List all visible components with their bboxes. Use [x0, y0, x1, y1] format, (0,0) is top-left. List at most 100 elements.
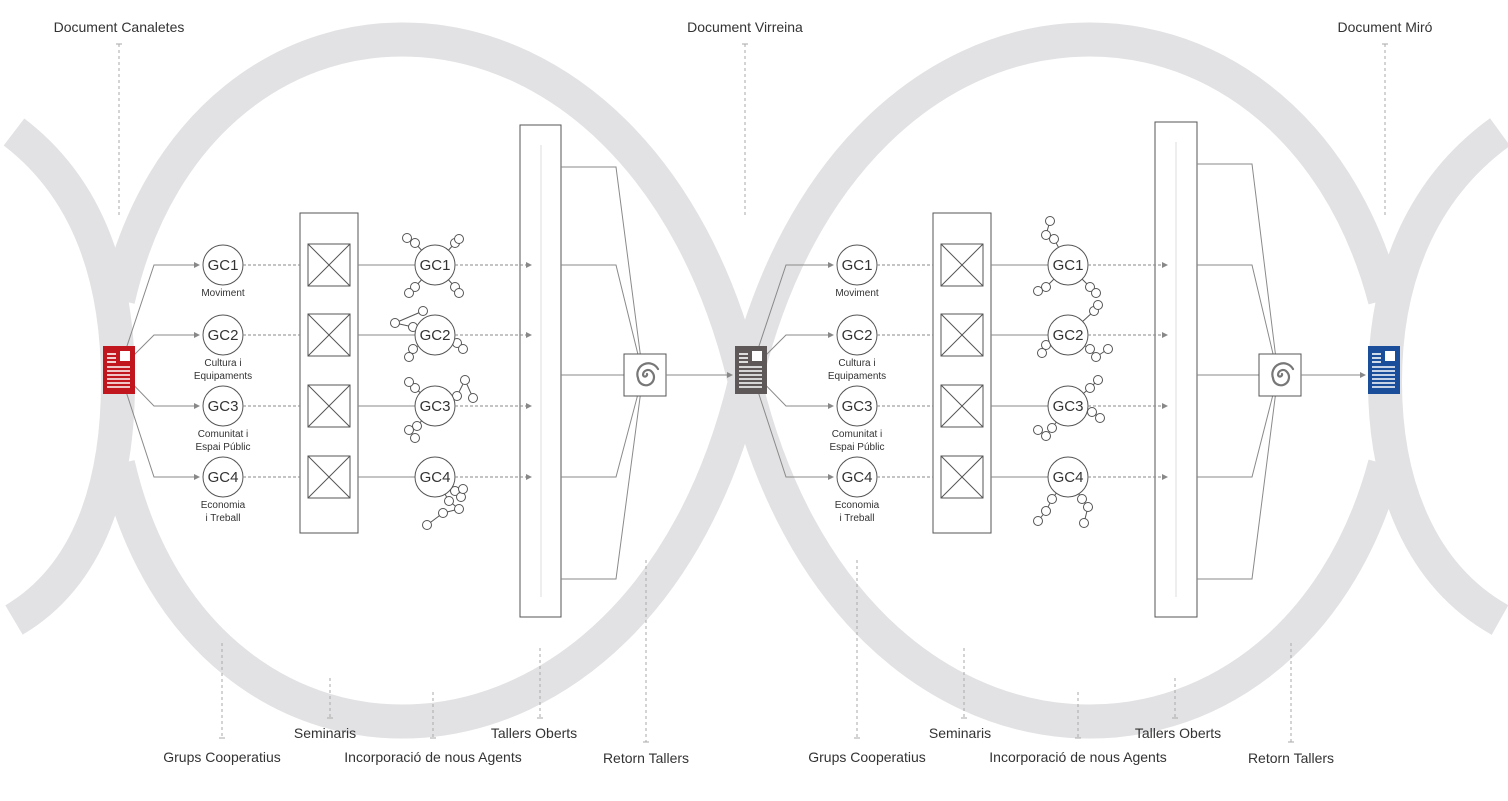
- arrow-head: [828, 262, 834, 268]
- group-label: Economia: [201, 500, 246, 511]
- label-document-miro: Document Miró: [1337, 19, 1433, 35]
- label-document-canaletes: Document Canaletes: [53, 19, 185, 35]
- connector-line: [1197, 374, 1279, 580]
- arrow-head: [828, 403, 834, 409]
- group-code: GC2: [208, 327, 239, 344]
- network-node: [1041, 506, 1051, 516]
- arrow-head: [194, 474, 200, 480]
- crossed-box-line: [307, 384, 351, 428]
- spiral-icon: [636, 362, 660, 387]
- network-node: [410, 238, 420, 248]
- crossed-box-line: [307, 243, 351, 287]
- network-node: [402, 233, 412, 243]
- network-node: [460, 375, 470, 385]
- group-label: Economia: [835, 500, 880, 511]
- network-node: [1087, 407, 1097, 417]
- helix-band: [1367, 118, 1508, 635]
- network-node: [1091, 288, 1101, 298]
- group-code: GC1: [420, 257, 451, 274]
- network-node: [404, 352, 414, 362]
- connector-line: [561, 374, 644, 478]
- group-label: Comunitat i: [198, 429, 249, 440]
- network-node: [1085, 383, 1095, 393]
- arrow-head: [526, 262, 532, 268]
- node-network-icon: [390, 306, 468, 362]
- label-tallers-oberts: Tallers Oberts: [1134, 725, 1222, 741]
- network-node: [412, 421, 422, 431]
- group-code: GC4: [420, 469, 451, 486]
- network-node: [444, 496, 454, 506]
- connector-line: [561, 166, 644, 376]
- label-grups-cooperatius: Grups Cooperatius: [808, 749, 926, 765]
- network-node: [458, 484, 468, 494]
- arrow-head: [194, 262, 200, 268]
- node-network-icon: [1033, 375, 1105, 441]
- network-node: [1041, 282, 1051, 292]
- group-label: Comunitat i: [832, 429, 883, 440]
- network-node: [1047, 494, 1057, 504]
- network-node: [454, 234, 464, 244]
- connector-line: [561, 374, 644, 580]
- crossed-box-line: [307, 455, 351, 499]
- group-label: Espai Públic: [829, 442, 884, 453]
- network-node: [1041, 431, 1051, 441]
- network-node: [1085, 282, 1095, 292]
- label-incorporacio-agents: Incorporació de nous Agents: [989, 749, 1167, 765]
- group-code: GC3: [842, 398, 873, 415]
- network-node: [410, 383, 420, 393]
- group-label: i Treball: [205, 513, 240, 524]
- group-label: Cultura i: [204, 358, 241, 369]
- connector-line: [750, 264, 829, 371]
- document-icon: [1368, 346, 1400, 394]
- network-node: [404, 425, 414, 435]
- group-code: GC4: [842, 469, 873, 486]
- network-node: [410, 282, 420, 292]
- document-image: [752, 351, 762, 361]
- document-icon: [735, 346, 767, 394]
- connector-line: [1197, 374, 1279, 478]
- group-label: Cultura i: [838, 358, 875, 369]
- group-code: GC3: [1053, 398, 1084, 415]
- label-document-virreina: Document Virreina: [687, 19, 803, 35]
- network-node: [404, 288, 414, 298]
- connector-line: [118, 264, 195, 371]
- arrow-head: [526, 332, 532, 338]
- document-icon: [103, 346, 135, 394]
- network-node: [454, 504, 464, 514]
- group-code: GC3: [208, 398, 239, 415]
- network-node: [422, 520, 432, 530]
- group-code: GC4: [1053, 469, 1084, 486]
- arrow-head: [194, 403, 200, 409]
- network-node: [404, 377, 414, 387]
- label-retorn-tallers: Retorn Tallers: [602, 750, 690, 766]
- arrow-head: [1162, 474, 1168, 480]
- label-incorporacio-agents: Incorporació de nous Agents: [344, 749, 522, 765]
- arrow-head: [1162, 262, 1168, 268]
- network-node: [468, 393, 478, 403]
- group-code: GC1: [842, 257, 873, 274]
- network-node: [1095, 413, 1105, 423]
- connector-line: [1197, 264, 1279, 376]
- leader-lines: [116, 43, 1388, 743]
- group-label: Espai Públic: [195, 442, 250, 453]
- network-node: [1103, 344, 1113, 354]
- arrow-head: [526, 474, 532, 480]
- network-node: [1083, 502, 1093, 512]
- label-grups-cooperatius: Grups Cooperatius: [163, 749, 281, 765]
- group-code: GC2: [420, 327, 451, 344]
- spiral-box: [1258, 353, 1302, 397]
- arrow-head: [828, 474, 834, 480]
- network-node: [1091, 352, 1101, 362]
- network-node: [1093, 375, 1103, 385]
- connector-line: [118, 369, 195, 478]
- network-node: [1079, 518, 1089, 528]
- network-node: [1049, 234, 1059, 244]
- spiral-box: [623, 353, 667, 397]
- group-code: GC1: [1053, 257, 1084, 274]
- helix-band: [3, 118, 136, 635]
- network-node: [1041, 230, 1051, 240]
